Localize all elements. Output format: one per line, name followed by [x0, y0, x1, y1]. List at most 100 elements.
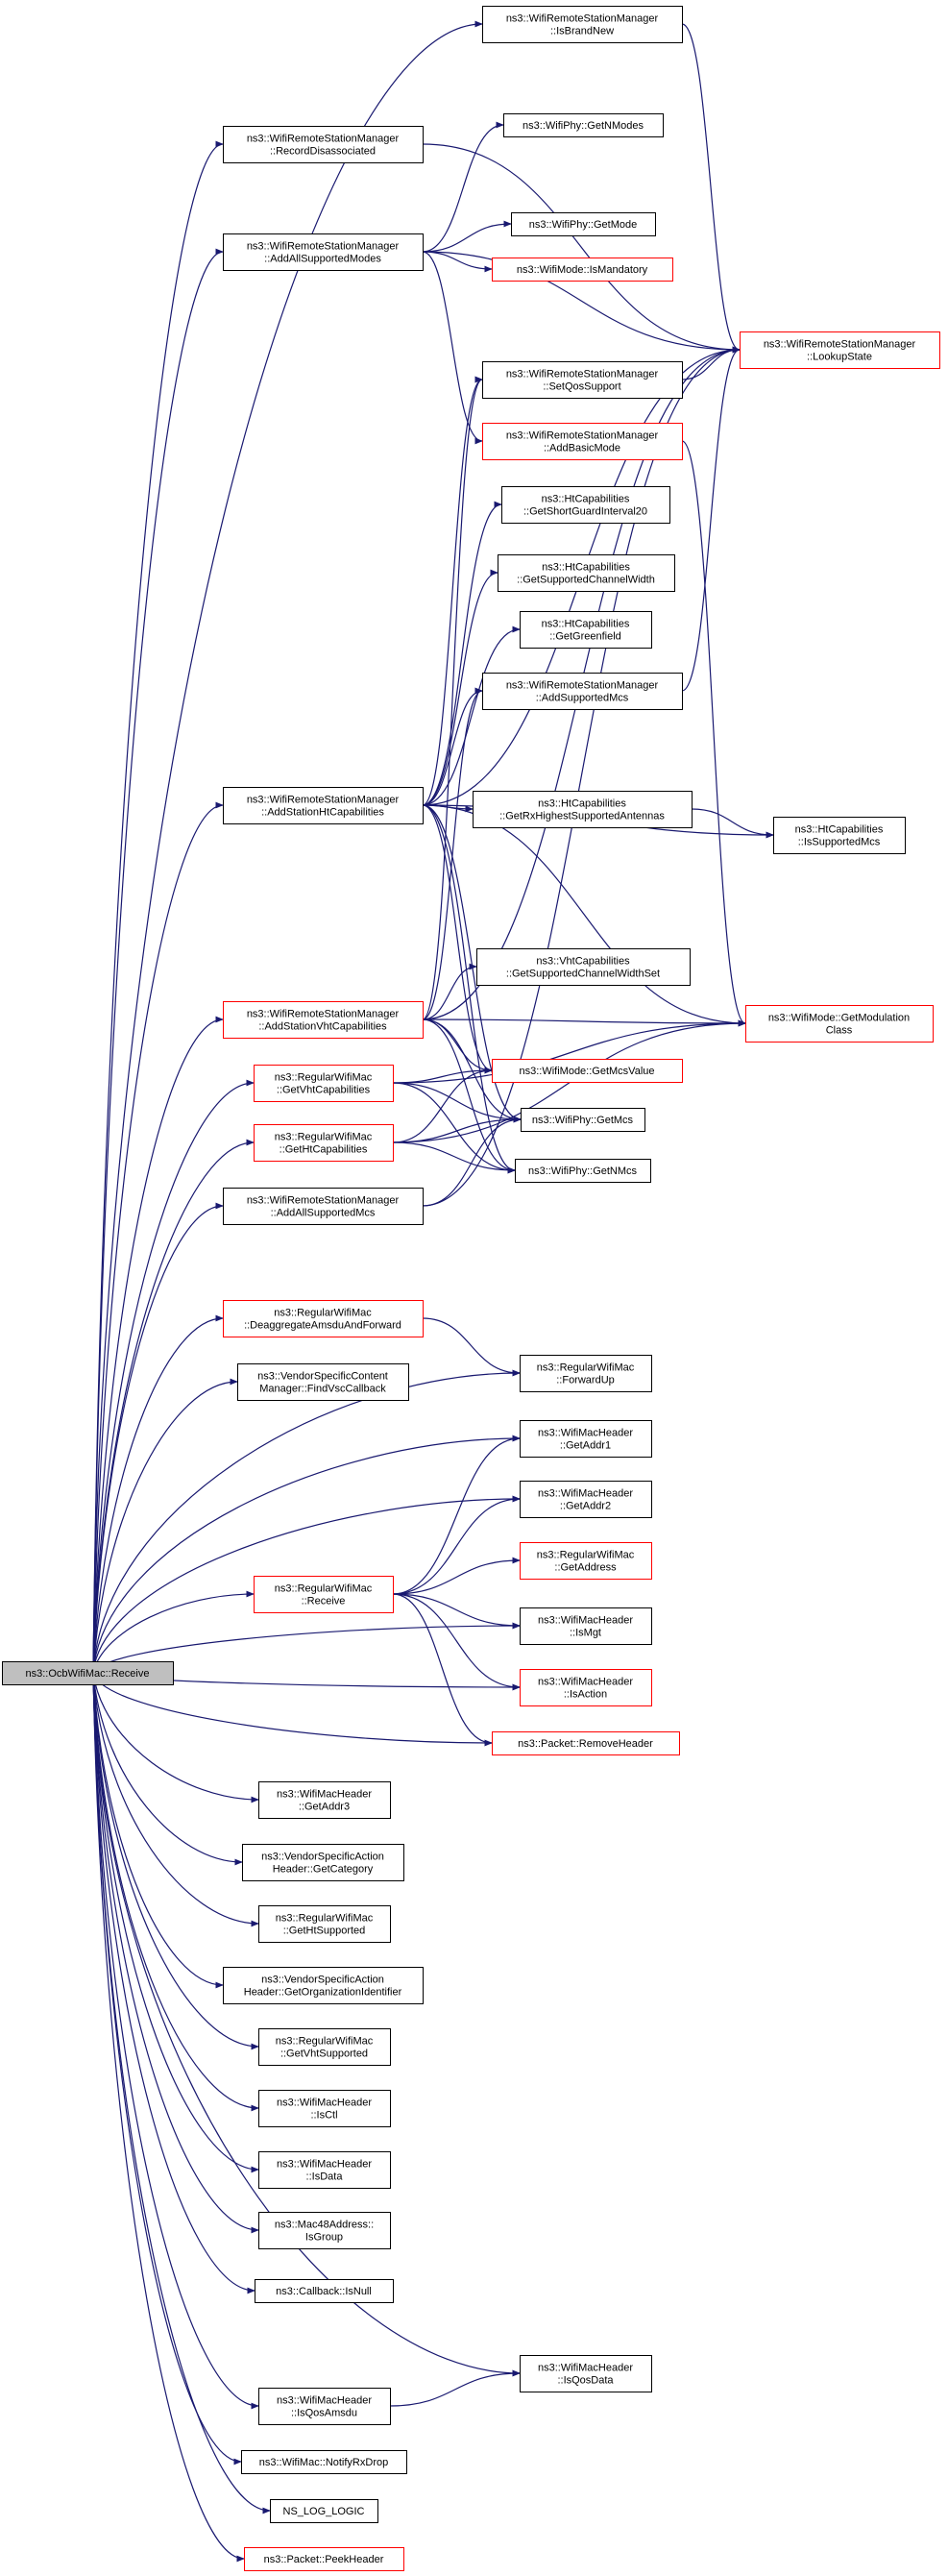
node-label: ns3::WifiMode::GetMcsValue	[519, 1066, 654, 1077]
edge-root-to-rsm-addallsupportedmodes	[92, 248, 224, 1674]
node-mode-getmcsvalue[interactable]: ns3::WifiMode::GetMcsValue	[492, 1059, 683, 1083]
node-label: ::GetHtCapabilities	[280, 1144, 368, 1156]
node-label: ns3::WifiPhy::GetMcs	[532, 1115, 634, 1126]
node-box	[492, 1731, 680, 1755]
node-label: ns3::VendorSpecificContent	[257, 1371, 388, 1383]
node-phy-getmcs[interactable]: ns3::WifiPhy::GetMcs	[521, 1108, 645, 1132]
node-hdr-isaction[interactable]: ns3::WifiMacHeader::IsAction	[520, 1669, 652, 1706]
edge-rsm-addstationvhtcapabilities-to-vht-getsupportedchannelwidthset	[422, 963, 477, 1020]
node-label: ::AddBasicMode	[544, 443, 620, 454]
node-rsm-recorddisassociated[interactable]: ns3::WifiRemoteStationManager::RecordDis…	[223, 126, 424, 163]
node-rsm-lookupstate[interactable]: ns3::WifiRemoteStationManager::LookupSta…	[740, 331, 940, 369]
node-root[interactable]: ns3::OcbWifiMac::Receive	[2, 1661, 174, 1685]
node-label: ns3::VendorSpecificAction	[261, 1852, 384, 1863]
node-hdr-getaddr2[interactable]: ns3::WifiMacHeader::GetAddr2	[520, 1481, 652, 1518]
node-pkt-peekheader[interactable]: ns3::Packet::PeekHeader	[244, 2547, 404, 2571]
node-layer: ns3::OcbWifiMac::Receive ns3::WifiRemoteS…	[2, 6, 940, 2571]
node-hdr-isctl[interactable]: ns3::WifiMacHeader::IsCtl	[258, 2090, 391, 2127]
node-box	[255, 2279, 394, 2303]
node-label: ns3::Mac48Address::	[275, 2220, 374, 2231]
edge-root-to-rsm-recorddisassociated	[92, 140, 224, 1674]
node-ht-issupportedmcs[interactable]: ns3::HtCapabilities::IsSupportedMcs	[773, 817, 906, 854]
node-box	[482, 673, 683, 710]
node-rsm-setqossupport[interactable]: ns3::WifiRemoteStationManager::SetQosSup…	[482, 361, 683, 399]
edge-rsm-addstationhtcapabilities-to-ht-getsgi20	[422, 501, 502, 806]
edge-rsm-addallsupportedmcs-to-rsm-lookupstate	[422, 346, 741, 1207]
edge-root-to-pkt-peekheader	[92, 1672, 245, 2563]
node-rwm-getvhtsupported[interactable]: ns3::RegularWifiMac::GetVhtSupported	[258, 2028, 391, 2066]
node-rsm-addbasicmode[interactable]: ns3::WifiRemoteStationManager::AddBasicM…	[482, 423, 683, 460]
node-rsm-isbrandnew[interactable]: ns3::WifiRemoteStationManager::IsBrandNe…	[482, 6, 683, 43]
edge-root-to-mac48-isgroup	[92, 1672, 259, 2234]
node-ht-getgreenfield[interactable]: ns3::HtCapabilities::GetGreenfield	[520, 611, 652, 649]
node-vht-getsupportedchannelwidthset[interactable]: ns3::VhtCapabilities::GetSupportedChanne…	[476, 948, 691, 986]
node-hdr-isqosdata[interactable]: ns3::WifiMacHeader::IsQosData	[520, 2355, 652, 2392]
node-ns-log-logic[interactable]: NS_LOG_LOGIC	[270, 2499, 378, 2523]
node-rwm-deaggregate[interactable]: ns3::RegularWifiMac::DeaggregateAmsduAnd…	[223, 1300, 424, 1337]
node-phy-getnmcs[interactable]: ns3::WifiPhy::GetNMcs	[515, 1159, 651, 1183]
node-rsm-addstationhtcapabilities[interactable]: ns3::WifiRemoteStationManager::AddStatio…	[223, 787, 424, 824]
node-pkt-removeheader[interactable]: ns3::Packet::RemoveHeader	[492, 1731, 680, 1755]
node-label: ::GetVhtSupported	[280, 2049, 368, 2060]
node-hdr-ismgt[interactable]: ns3::WifiMacHeader::IsMgt	[520, 1607, 652, 1645]
node-label: ns3::WifiMacHeader	[538, 1615, 633, 1627]
node-label: ::IsData	[306, 2171, 344, 2183]
edge-rwm-receive-to-hdr-getaddr2	[392, 1495, 521, 1595]
node-label: ns3::RegularWifiMac	[537, 1362, 635, 1374]
node-vsah-getcategory[interactable]: ns3::VendorSpecificActionHeader::GetCate…	[242, 1844, 404, 1881]
node-label: ns3::WifiMacHeader	[277, 1789, 372, 1801]
node-vscm-findvsccallback[interactable]: ns3::VendorSpecificContentManager::FindV…	[237, 1363, 409, 1401]
edge-rsm-addstationhtcapabilities-to-ht-getsupportedchannelwidth	[422, 569, 498, 806]
edge-rsm-addstationhtcapabilities-to-rsm-addsupportedmcs	[422, 687, 483, 806]
edge-root-to-rwm-gethtsupported	[92, 1672, 259, 1927]
edge-rwm-getvhtcapabilities-to-phy-getnmcs	[392, 1082, 516, 1174]
node-box	[520, 611, 652, 649]
node-ht-getsgi20[interactable]: ns3::HtCapabilities::GetShortGuardInterv…	[501, 486, 670, 524]
node-rwm-gethtsupported[interactable]: ns3::RegularWifiMac::GetHtSupported	[258, 1905, 391, 1943]
node-hdr-getaddr3[interactable]: ns3::WifiMacHeader::GetAddr3	[258, 1781, 391, 1819]
node-rwm-forwardup[interactable]: ns3::RegularWifiMac::ForwardUp	[520, 1355, 652, 1392]
node-rwm-getaddress[interactable]: ns3::RegularWifiMac::GetAddress	[520, 1542, 652, 1580]
edge-rsm-addsupportedmcs-to-rsm-lookupstate	[681, 346, 741, 692]
edge-hdr-isqosamsdu-to-hdr-isqosdata	[389, 2369, 521, 2407]
node-box	[258, 1781, 391, 1819]
edge-rsm-addstationhtcapabilities-to-mode-getmodulationclass	[422, 804, 746, 1027]
node-ht-getsupportedchannelwidth[interactable]: ns3::HtCapabilities::GetSupportedChannel…	[498, 554, 675, 592]
node-box	[244, 2547, 404, 2571]
node-rsm-addallsupportedmcs[interactable]: ns3::WifiRemoteStationManager::AddAllSup…	[223, 1188, 424, 1225]
node-rsm-addstationvhtcapabilities[interactable]: ns3::WifiRemoteStationManager::AddStatio…	[223, 1001, 424, 1039]
edge-rwm-gethtcapabilities-to-phy-getnmcs	[392, 1141, 516, 1174]
node-label: ::AddStationHtCapabilities	[261, 807, 384, 819]
node-rwm-receive[interactable]: ns3::RegularWifiMac::Receive	[254, 1576, 394, 1613]
edge-rsm-addallsupportedmodes-to-phy-getnmodes	[422, 121, 504, 253]
node-label: ns3::WifiMacHeader	[538, 1488, 633, 1500]
node-hdr-isqosamsdu[interactable]: ns3::WifiMacHeader::IsQosAmsdu	[258, 2388, 391, 2425]
node-ht-getrxhighest[interactable]: ns3::HtCapabilities::GetRxHighestSupport…	[473, 791, 693, 828]
node-mode-ismandatory[interactable]: ns3::WifiMode::IsMandatory	[492, 258, 673, 282]
edge-root-to-hdr-isdata	[92, 1672, 259, 2173]
node-mac48-isgroup[interactable]: ns3::Mac48Address::IsGroup	[258, 2212, 391, 2249]
node-vsah-getorgid[interactable]: ns3::VendorSpecificActionHeader::GetOrga…	[223, 1967, 424, 2004]
node-phy-getmode[interactable]: ns3::WifiPhy::GetMode	[511, 212, 656, 236]
node-rsm-addallsupportedmodes[interactable]: ns3::WifiRemoteStationManager::AddAllSup…	[223, 233, 424, 271]
node-rwm-gethtcapabilities[interactable]: ns3::RegularWifiMac::GetHtCapabilities	[254, 1124, 394, 1162]
node-box	[258, 2388, 391, 2425]
node-hdr-getaddr1[interactable]: ns3::WifiMacHeader::GetAddr1	[520, 1420, 652, 1458]
node-box	[258, 2090, 391, 2127]
node-box	[223, 233, 424, 271]
edge-root-to-hdr-isqosamsdu	[92, 1672, 259, 2410]
edge-rsm-recorddisassociated-to-rsm-lookupstate	[422, 143, 741, 354]
edge-root-to-vsah-getcategory	[92, 1672, 243, 1866]
node-cb-isnull[interactable]: ns3::Callback::IsNull	[255, 2279, 394, 2303]
node-phy-getnmodes[interactable]: ns3::WifiPhy::GetNModes	[503, 113, 664, 137]
node-rwm-getvhtcapabilities[interactable]: ns3::RegularWifiMac::GetVhtCapabilities	[254, 1065, 394, 1102]
node-box	[520, 1355, 652, 1392]
node-box	[258, 2212, 391, 2249]
node-box	[501, 486, 670, 524]
node-hdr-isdata[interactable]: ns3::WifiMacHeader::IsData	[258, 2151, 391, 2189]
node-rsm-addsupportedmcs[interactable]: ns3::WifiRemoteStationManager::AddSuppor…	[482, 673, 683, 710]
node-box	[520, 1607, 652, 1645]
node-mac-notifyrxdrop[interactable]: ns3::WifiMac::NotifyRxDrop	[241, 2450, 407, 2474]
